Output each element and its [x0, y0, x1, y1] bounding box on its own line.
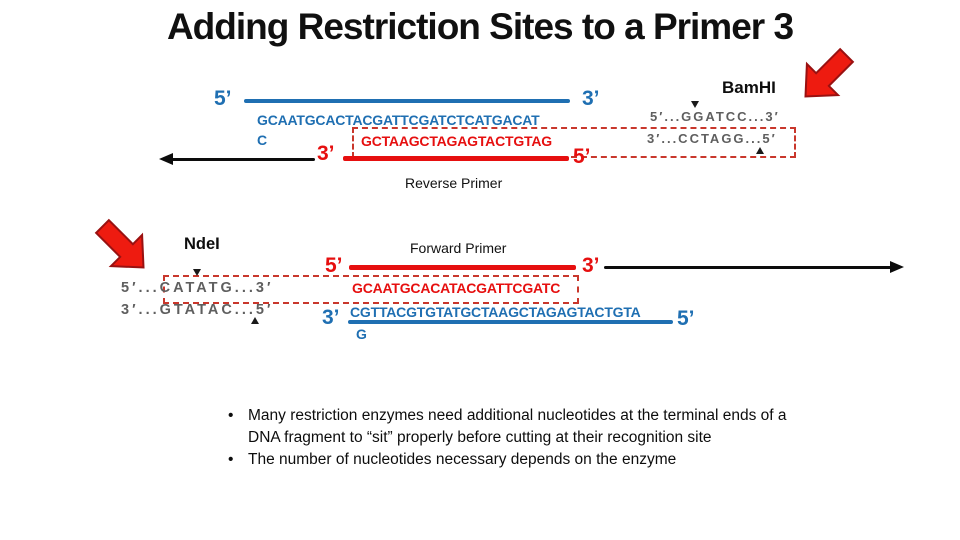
forward-primer-sequence: GCAATGCACATACGATTCGATC [352, 280, 561, 296]
forward-template-5prime-label: 5’ [677, 307, 695, 330]
right-arrowhead-icon [890, 261, 904, 273]
forward-template-sequence: CGTTACGTGTATGCTAAGCTAGAGTACTGTA [350, 304, 641, 320]
left-arrowhead-icon [159, 153, 173, 165]
bamhi-cut-site-marker-bottom [756, 147, 764, 154]
ndei-site-top-strand: 5′...CATATG...3′ [121, 280, 274, 296]
bamhi-site-bottom-strand: 3′...CCTAGG...5′ [647, 131, 777, 146]
reverse-template-sequence: GCAATGCACTACGATTCGATCTCATGACAT [257, 112, 540, 128]
ndei-site-bottom-strand: 3′...GTATAC...5′ [121, 302, 274, 318]
bullet-text: Many restriction enzymes need additional… [248, 407, 787, 446]
bamhi-highlight-box [352, 127, 796, 158]
reverse-extension-line [171, 158, 315, 161]
forward-primer-line [349, 265, 576, 270]
forward-primer-3prime-label: 3’ [582, 254, 600, 277]
bamhi-cut-site-marker-top [691, 101, 699, 108]
forward-primer-5prime-label: 5’ [325, 254, 343, 277]
ndei-cut-site-marker-top [193, 269, 201, 276]
reverse-template-3prime-label: 3’ [582, 87, 600, 110]
ndei-highlight-box [163, 275, 579, 304]
reverse-primer-line [343, 156, 569, 161]
reverse-template-sequence-cont: C [257, 132, 267, 148]
forward-template-strand-line [348, 320, 673, 324]
forward-template-sequence-cont: G [356, 326, 367, 342]
bullet-text: The number of nucleotides necessary depe… [248, 451, 677, 468]
reverse-primer-5prime-label: 5’ [573, 145, 591, 168]
bamhi-pointer-arrow-icon [791, 41, 861, 111]
list-item: • Many restriction enzymes need addition… [228, 405, 808, 449]
ndei-pointer-arrow-icon [88, 212, 158, 282]
reverse-template-strand-line [244, 99, 570, 103]
bamhi-site-top-strand: 5′...GGATCC...3′ [650, 109, 780, 124]
reverse-primer-sequence: GCTAAGCTAGAGTACTGTAG [361, 133, 552, 149]
reverse-template-5prime-label: 5’ [214, 87, 232, 110]
bullet-icon: • [228, 407, 234, 424]
forward-primer-caption: Forward Primer [410, 240, 507, 256]
notes-list: • Many restriction enzymes need addition… [228, 405, 808, 471]
bamhi-enzyme-name: BamHI [722, 78, 776, 97]
bullet-icon: • [228, 451, 234, 468]
ndei-enzyme-name: NdeI [184, 235, 220, 253]
reverse-primer-caption: Reverse Primer [405, 175, 503, 191]
forward-extension-line [604, 266, 892, 269]
ndei-cut-site-marker-bottom [251, 317, 259, 324]
forward-template-3prime-label: 3’ [322, 306, 340, 329]
reverse-primer-3prime-label: 3’ [317, 142, 335, 165]
slide-title: Adding Restriction Sites to a Primer 3 [166, 6, 794, 47]
list-item: • The number of nucleotides necessary de… [228, 449, 808, 471]
